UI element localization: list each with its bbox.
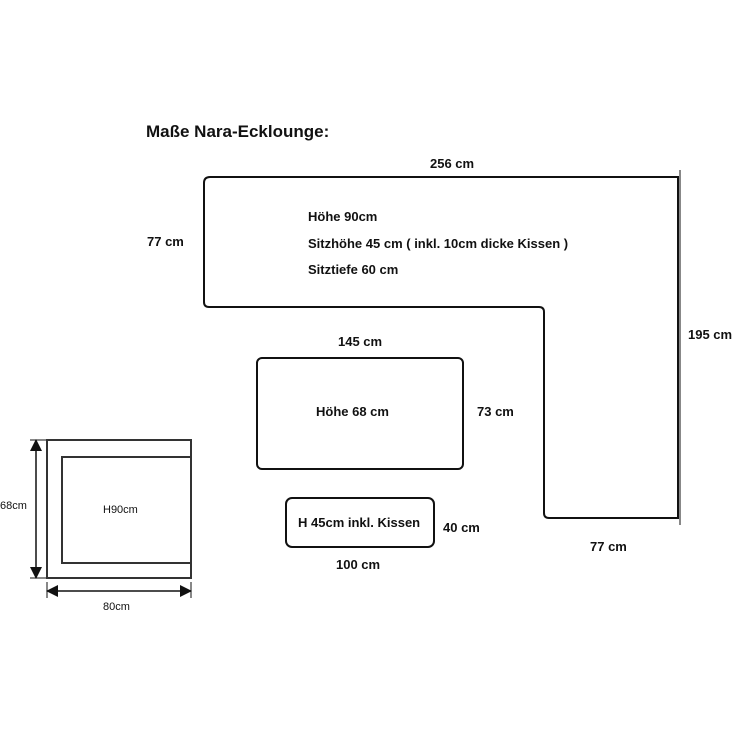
chair-width-label: 80cm [103, 601, 130, 613]
corner-sofa-spec-seat-depth: Sitztiefe 60 cm [308, 262, 399, 277]
chair-outline [46, 439, 192, 579]
stool-height-label: H 45cm inkl. Kissen [298, 515, 421, 530]
stool-depth-label: 40 cm [443, 520, 480, 535]
corner-sofa-outline [203, 176, 679, 519]
stool-width-label: 100 cm [336, 557, 381, 572]
chair-height-label: 68cm [0, 500, 27, 512]
page-title: Maße Nara-Ecklounge: [146, 122, 330, 141]
corner-sofa-spec-seat-height: Sitzhöhe 45 cm ( inkl. 10cm dicke Kissen… [308, 236, 569, 251]
corner-sofa-depth-bottom-label: 77 cm [590, 539, 627, 554]
corner-sofa-width-label: 256 cm [430, 156, 475, 171]
corner-sofa-spec-height: Höhe 90cm [308, 209, 378, 224]
table-depth-label: 73 cm [477, 404, 514, 419]
table-height-label: Höhe 68 cm [316, 404, 389, 419]
chair-seat-outline [61, 456, 191, 564]
stool-outline [285, 497, 435, 548]
chair-seat-label: H90cm [103, 504, 138, 516]
table-outline [256, 357, 464, 470]
corner-sofa-height-right-label: 195 cm [688, 327, 733, 342]
table-width-label: 145 cm [338, 334, 383, 349]
corner-sofa-depth-left-label: 77 cm [147, 234, 184, 249]
